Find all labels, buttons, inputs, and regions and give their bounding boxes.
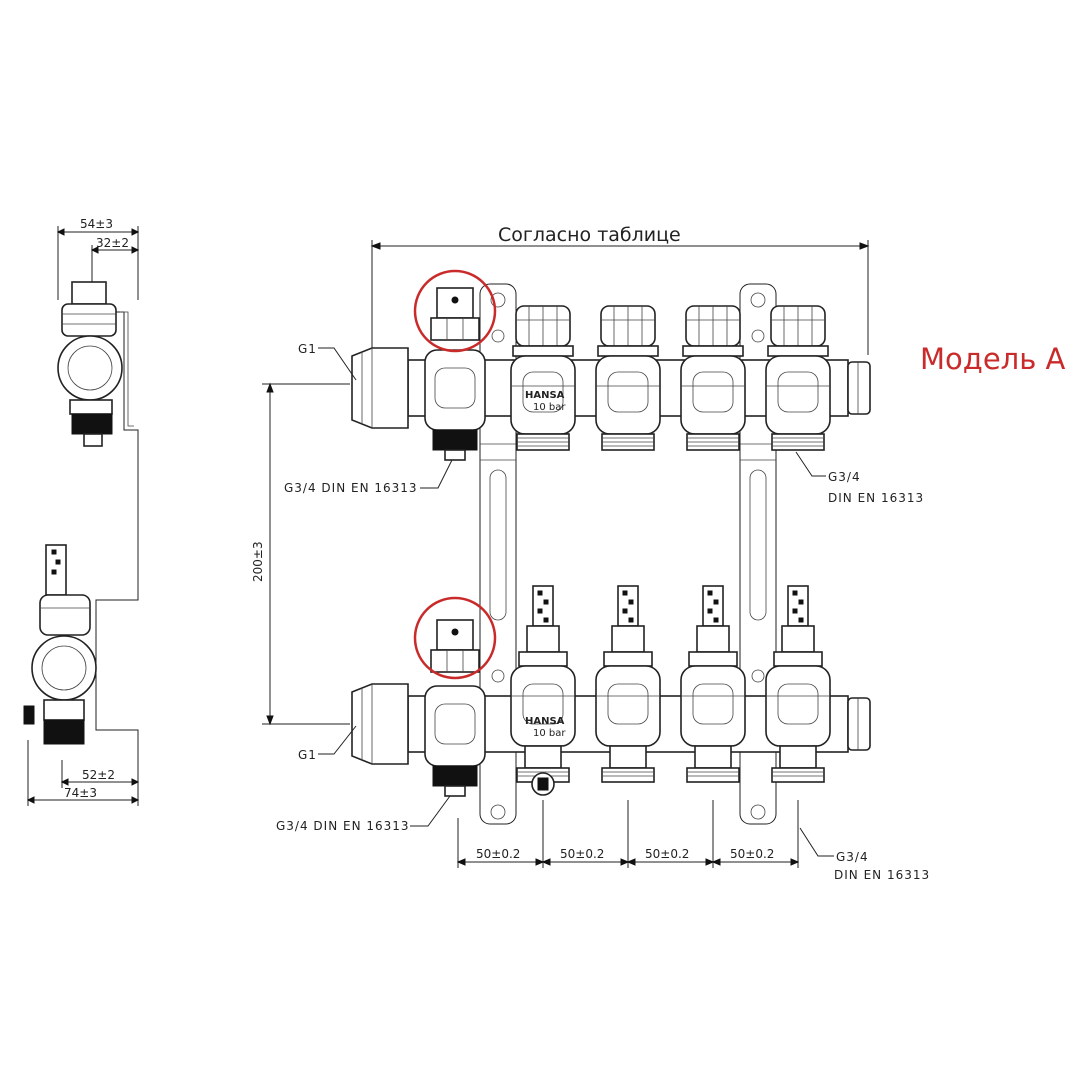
- brand-label-bottom: HANSA: [525, 716, 565, 727]
- label-vent-top: G3/4 DIN EN 16313: [284, 481, 418, 495]
- pitch-label-3: 50±0.2: [645, 847, 689, 861]
- vent-highlight-bottom: [413, 596, 497, 680]
- brand-sub-top: 10 bar: [533, 402, 566, 413]
- label-outlet-top-2: DIN EN 16313: [828, 491, 924, 505]
- dim-side-offset-top: 32±2: [96, 236, 129, 250]
- side-view: [23, 226, 140, 806]
- dim-side-width-top: 54±3: [80, 217, 113, 231]
- pitch-label-4: 50±0.2: [730, 847, 774, 861]
- dim-side-offset-bottom: 52±2: [82, 768, 115, 782]
- top-dimension-title: Согласно таблице: [498, 224, 681, 246]
- label-inlet-top: G1: [298, 342, 317, 356]
- label-vent-bottom: G3/4 DIN EN 16313: [276, 819, 410, 833]
- pitch-label-1: 50±0.2: [476, 847, 520, 861]
- dim-vertical-distance: 200±3: [251, 541, 265, 582]
- label-outlet-top-1: G3/4: [828, 470, 861, 484]
- front-view: [262, 240, 871, 868]
- model-label: Модель А: [920, 342, 1066, 376]
- dim-side-width-bottom: 74±3: [64, 786, 97, 800]
- brand-sub-bottom: 10 bar: [533, 728, 566, 739]
- label-outlet-bottom-1: G3/4: [836, 850, 869, 864]
- pitch-label-2: 50±0.2: [560, 847, 604, 861]
- label-outlet-bottom-2: DIN EN 16313: [834, 868, 930, 882]
- vent-highlight-top: [413, 269, 497, 353]
- brand-label-top: HANSA: [525, 390, 565, 401]
- label-inlet-bottom: G1: [298, 748, 317, 762]
